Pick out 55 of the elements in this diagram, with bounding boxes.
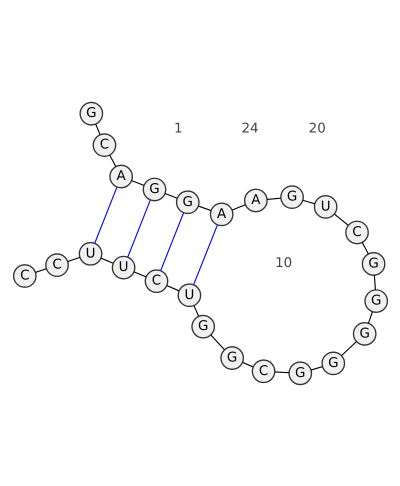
- node-circle: G: [352, 321, 376, 346]
- node-circle: A: [108, 164, 133, 188]
- connector: [242, 362, 253, 367]
- connector: [166, 284, 178, 291]
- node-circle: C: [144, 268, 168, 293]
- connector: [131, 180, 144, 186]
- connector: [94, 186, 117, 244]
- connector: [367, 311, 372, 323]
- node-circle: C: [344, 220, 368, 244]
- connector: [373, 274, 376, 290]
- connector: [160, 212, 184, 270]
- node-circle: G: [190, 314, 215, 338]
- connector: [126, 200, 150, 257]
- connector: [35, 268, 46, 272]
- node-circle: U: [177, 282, 201, 307]
- node-circle: C: [92, 132, 116, 157]
- node-circle: G: [361, 252, 385, 276]
- label: 10: [274, 255, 292, 270]
- node-circle: G: [364, 288, 388, 312]
- node-circle: U: [313, 194, 338, 218]
- connector: [192, 224, 218, 284]
- connector: [133, 270, 146, 277]
- node-circle: G: [78, 101, 103, 126]
- connector: [192, 304, 199, 316]
- node-circle: G: [320, 351, 345, 375]
- connector: [210, 334, 224, 350]
- label: 1: [174, 121, 182, 136]
- connector: [302, 199, 314, 204]
- connector: [310, 366, 322, 370]
- connector: [108, 154, 116, 166]
- connector: [361, 242, 368, 254]
- connector: [334, 213, 348, 226]
- connector: [266, 197, 280, 200]
- node-circle: A: [244, 188, 268, 212]
- connector: [231, 204, 246, 210]
- node-circle: G: [280, 184, 304, 208]
- node-circle: G: [142, 177, 166, 201]
- connector: [100, 257, 113, 264]
- node-circle: G: [288, 360, 312, 385]
- connector: [67, 256, 80, 262]
- connector: [340, 340, 356, 356]
- node-circle: C: [251, 358, 275, 383]
- connector: [94, 124, 100, 134]
- node-circle: C: [12, 264, 36, 288]
- node-circle: A: [209, 202, 234, 226]
- connector: [164, 192, 177, 198]
- connector: [198, 205, 211, 211]
- node-circle: C: [44, 252, 68, 277]
- node-circle: U: [111, 255, 135, 279]
- node-circle: G: [220, 346, 244, 370]
- node-circle: U: [78, 241, 102, 266]
- label: 24: [240, 121, 258, 136]
- node-circle: G: [175, 190, 200, 214]
- connector: [274, 370, 288, 373]
- label: 20: [308, 121, 326, 136]
